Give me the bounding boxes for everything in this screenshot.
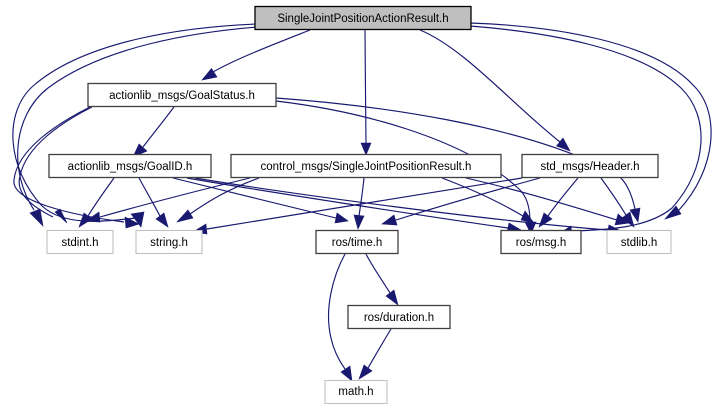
edge-layer <box>12 22 712 382</box>
edge-root-to-stdlib <box>469 22 712 220</box>
edge-time-to-duration <box>365 253 399 306</box>
edge-goalstatus-to-goalid <box>132 106 175 158</box>
node-ros-duration[interactable]: ros/duration.h <box>347 304 451 330</box>
node-std_msgs-Header[interactable]: std_msgs/Header.h <box>521 153 659 179</box>
node-actionlib_msgs-GoalStatus[interactable]: actionlib_msgs/GoalStatus.h <box>87 82 277 108</box>
edge-root-to-goalstatus <box>201 29 311 81</box>
edge-root-to-header <box>419 29 571 152</box>
edge-time-to-math <box>328 253 353 382</box>
edge-duration-to-math <box>358 328 392 380</box>
node-string[interactable]: string.h <box>135 229 203 255</box>
node-stdlib[interactable]: stdlib.h <box>606 229 672 255</box>
edge-header-to-time <box>381 177 541 226</box>
edge-goalstatus-to-stdint <box>18 106 93 224</box>
edge-goalstatus-to-string <box>13 106 140 229</box>
edge-root-to-string <box>12 23 258 228</box>
edge-result-to-string <box>176 177 260 223</box>
edge-root-to-stdint <box>17 26 258 227</box>
edge-goalstatus-to-stdlib <box>275 97 641 223</box>
node-ros-msg[interactable]: ros/msg.h <box>500 229 582 255</box>
edge-result-to-time <box>353 177 365 230</box>
node-SingleJointPositionActionResult[interactable]: SingleJointPositionActionResult.h <box>254 5 472 31</box>
edge-goalid-to-stdlib <box>194 177 622 236</box>
edge-header-to-msg <box>538 177 579 228</box>
edge-goalid-to-string <box>138 177 169 228</box>
edge-result-to-msg <box>441 177 535 224</box>
node-stdint[interactable]: stdint.h <box>46 229 114 255</box>
edge-header-to-stdlib <box>600 177 635 228</box>
node-control_msgs-SingleJointPositionResult[interactable]: control_msgs/SingleJointPositionResult.h <box>230 153 502 179</box>
edge-result-to-stdint <box>85 177 251 223</box>
edge-goalid-to-stdint <box>78 177 115 228</box>
node-layer: SingleJointPositionActionResult.h action… <box>46 5 672 405</box>
node-actionlib_msgs-GoalID[interactable]: actionlib_msgs/GoalID.h <box>48 153 212 179</box>
node-math[interactable]: math.h <box>324 379 388 405</box>
edge-goalid-to-time <box>172 177 349 224</box>
edge-root-to-result <box>360 29 372 156</box>
node-ros-time[interactable]: ros/time.h <box>315 229 399 255</box>
